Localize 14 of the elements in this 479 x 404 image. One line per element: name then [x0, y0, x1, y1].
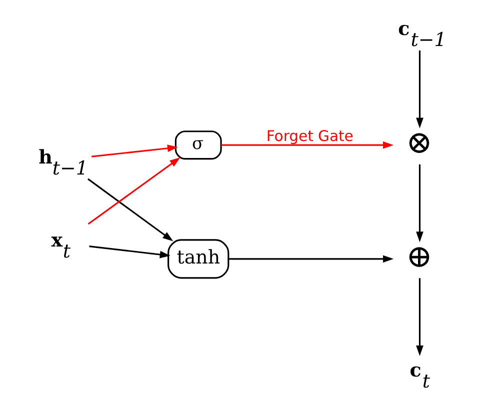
arrow	[220, 141, 394, 149]
node-text: ⊕	[406, 238, 432, 275]
node-box: σ	[174, 130, 222, 160]
node-box: tanh	[167, 239, 229, 279]
arrow	[87, 157, 180, 225]
edge-label: Forget Gate	[266, 128, 353, 146]
arrow	[87, 178, 173, 242]
node-text: ⊗	[406, 124, 432, 161]
arrow	[416, 50, 423, 128]
arrow	[88, 246, 170, 258]
arrow	[90, 144, 178, 158]
arrow	[416, 278, 423, 356]
arrow	[228, 255, 394, 263]
arrow	[416, 164, 423, 242]
